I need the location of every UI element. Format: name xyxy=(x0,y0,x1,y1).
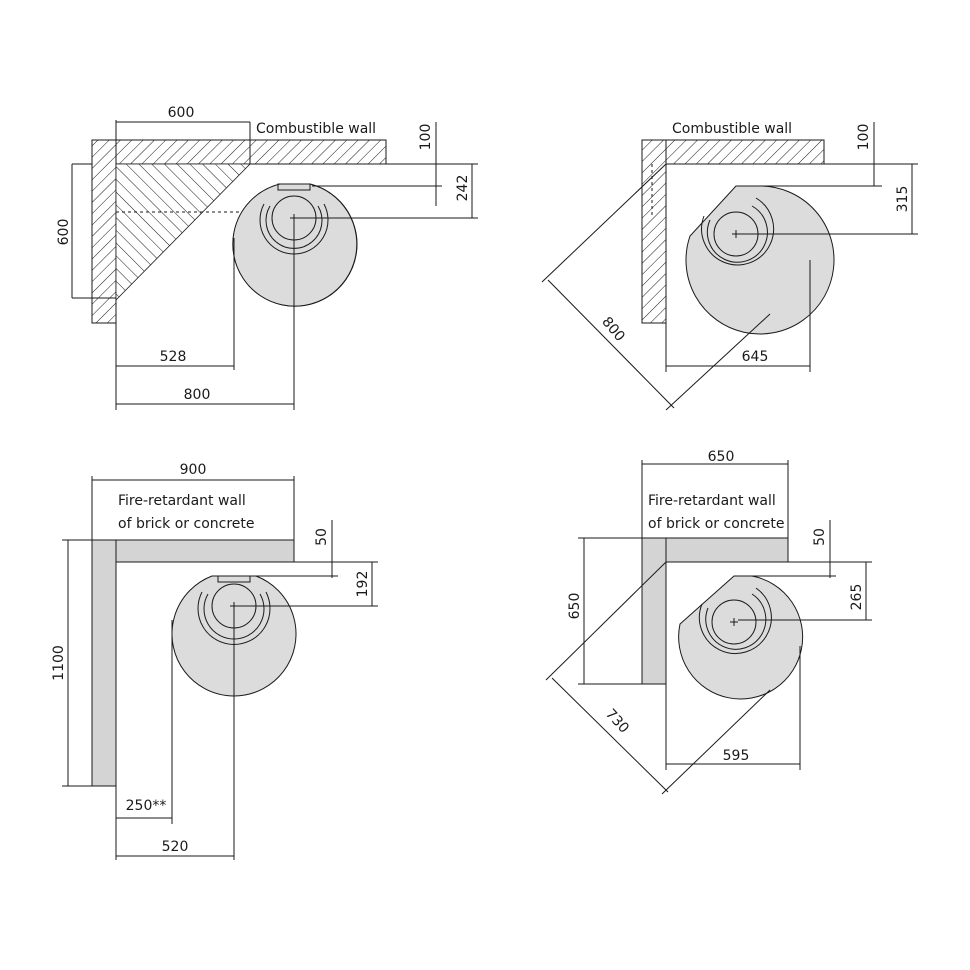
stove-arc-1 xyxy=(706,205,768,263)
stove-handle xyxy=(277,183,311,191)
dim-265: 265 xyxy=(849,584,865,611)
stove-shape xyxy=(685,185,835,335)
combustible-wall-vertical xyxy=(91,139,117,324)
dim-645: 645 xyxy=(742,349,769,365)
combustible-wall-label: Combustible wall xyxy=(672,121,792,137)
fire-wall-horizontal xyxy=(91,539,295,563)
dim-800: 800 xyxy=(598,314,627,345)
dim-50: 50 xyxy=(314,528,330,546)
dim-100: 100 xyxy=(856,124,872,151)
dim-line-800 xyxy=(547,279,675,409)
panel-bottom-right: Fire-retardant wall of brick or concrete… xyxy=(545,449,872,795)
dim-600-top: 600 xyxy=(168,105,195,121)
stove-arc-2 xyxy=(701,197,775,266)
stove-arc-1 xyxy=(705,593,767,650)
dim-595: 595 xyxy=(723,748,750,764)
dim-520: 520 xyxy=(162,839,189,855)
dim-50: 50 xyxy=(812,528,828,546)
dim-650-side: 650 xyxy=(567,593,583,620)
fire-wall-vertical xyxy=(641,537,667,685)
panel-bottom-left: Fire-retardant wall of brick or concrete… xyxy=(51,462,378,860)
dim-900: 900 xyxy=(180,462,207,478)
dim-line-730 xyxy=(551,677,669,793)
combustible-wall-label: Combustible wall xyxy=(256,121,376,137)
protected-zone xyxy=(115,163,251,301)
dim-800: 800 xyxy=(184,387,211,403)
panel-top-left: 600 Combustible wall 600 100 242 528 800 xyxy=(56,105,478,410)
combustible-wall-horizontal xyxy=(91,139,387,165)
dim-1100: 1100 xyxy=(51,645,67,681)
stove-shape xyxy=(678,575,804,700)
stove-shape xyxy=(232,183,358,307)
dim-315: 315 xyxy=(895,186,911,213)
fire-wall-vertical xyxy=(91,539,117,787)
dim-650-top: 650 xyxy=(708,449,735,465)
combustible-wall-vertical xyxy=(641,139,667,324)
dim-242: 242 xyxy=(455,175,471,202)
fire-wall-label-2: of brick or concrete xyxy=(118,516,255,532)
dim-528: 528 xyxy=(160,349,187,365)
fire-wall-label-1: Fire-retardant wall xyxy=(118,493,246,509)
stove-top-ring xyxy=(711,599,757,645)
dim-100: 100 xyxy=(418,124,434,151)
combustible-wall-horizontal xyxy=(641,139,825,165)
panel-top-right: Combustible wall 100 315 800 645 xyxy=(541,121,918,411)
dim-600-side: 600 xyxy=(56,219,72,246)
fire-wall-label-2: of brick or concrete xyxy=(648,516,785,532)
stove-arc-2 xyxy=(698,587,772,654)
dim-192: 192 xyxy=(355,571,371,598)
fire-wall-label-1: Fire-retardant wall xyxy=(648,493,776,509)
dim-250: 250** xyxy=(126,798,167,814)
